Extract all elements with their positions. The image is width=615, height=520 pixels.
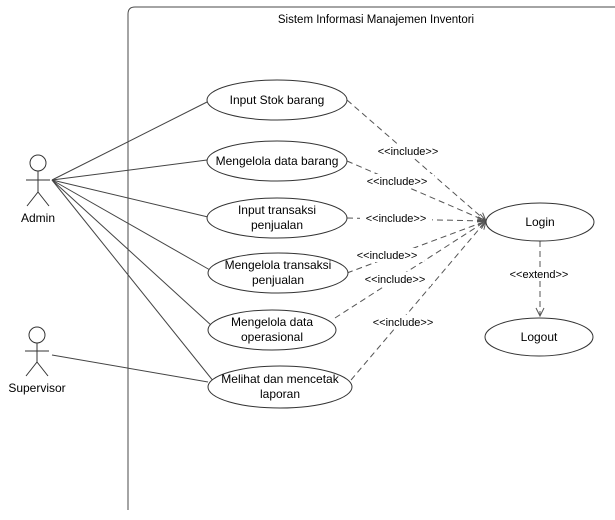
extend-label: <<extend>> <box>510 269 569 281</box>
use-case-label: Input Stok barang <box>230 93 325 107</box>
assoc-admin-input-transaksi <box>51 179 209 218</box>
use-case-kelola-barang: Mengelola data barang <box>206 140 348 182</box>
use-case-label-line-1: Input transaksi <box>238 203 316 217</box>
use-case-input-stok: Input Stok barang <box>206 79 348 121</box>
use-case-laporan: Melihat dan mencetak laporan <box>207 365 353 409</box>
use-case-label: Login <box>525 215 554 229</box>
admin-label: Admin <box>21 211 55 225</box>
include-label-3: <<include>> <box>366 213 427 225</box>
use-case-label-line-2: penjualan <box>252 273 304 287</box>
include-dependencies <box>334 99 486 381</box>
admin-actor <box>26 154 50 207</box>
use-case-label-line-2: operasional <box>241 330 303 344</box>
include-label-4: <<include>> <box>357 250 418 262</box>
include-input-stok-login <box>346 99 486 221</box>
assoc-supervisor-laporan <box>51 354 209 383</box>
use-case-logout: Logout <box>484 317 594 357</box>
use-case-label: Logout <box>521 330 558 344</box>
use-case-label-line-1: Mengelola data <box>231 315 313 329</box>
assoc-admin-input-stok <box>51 99 212 181</box>
supervisor-label: Supervisor <box>8 381 65 395</box>
assoc-admin-kelola-barang <box>51 159 208 181</box>
include-kelola-transaksi-login <box>346 221 486 274</box>
admin-associations <box>51 99 215 383</box>
use-case-label-line-1: Mengelola transaksi <box>225 258 332 272</box>
relationship-labels: <<include>> <<include>> <<include>> <<in… <box>352 144 574 329</box>
supervisor-actor <box>25 326 49 377</box>
include-label-5: <<include>> <box>365 274 426 286</box>
use-case-label-line-2: penjualan <box>251 218 303 232</box>
include-label-6: <<include>> <box>373 317 434 329</box>
use-case-login: Login <box>485 202 595 242</box>
use-case-label: Mengelola data barang <box>216 154 339 168</box>
use-case-kelola-transaksi: Mengelola transaksi penjualan <box>207 252 349 294</box>
include-kelola-barang-login <box>346 160 486 221</box>
system-boundary <box>127 6 615 510</box>
use-case-label-line-2: laporan <box>260 387 300 401</box>
system-title: Sistem Informasi Manajemen Inventori <box>278 14 474 26</box>
assoc-admin-kelola-transaksi <box>51 179 211 271</box>
assoc-admin-laporan <box>51 179 215 383</box>
include-label-2: <<include>> <box>367 176 428 188</box>
assoc-admin-kelola-operasional <box>51 179 213 327</box>
include-label-1: <<include>> <box>378 146 439 158</box>
use-case-label-line-1: Melihat dan mencetak <box>221 372 339 386</box>
include-laporan-login <box>350 221 486 381</box>
use-case-input-transaksi: Input transaksi penjualan <box>206 197 348 239</box>
use-case-kelola-operasional: Mengelola data operasional <box>207 309 337 351</box>
